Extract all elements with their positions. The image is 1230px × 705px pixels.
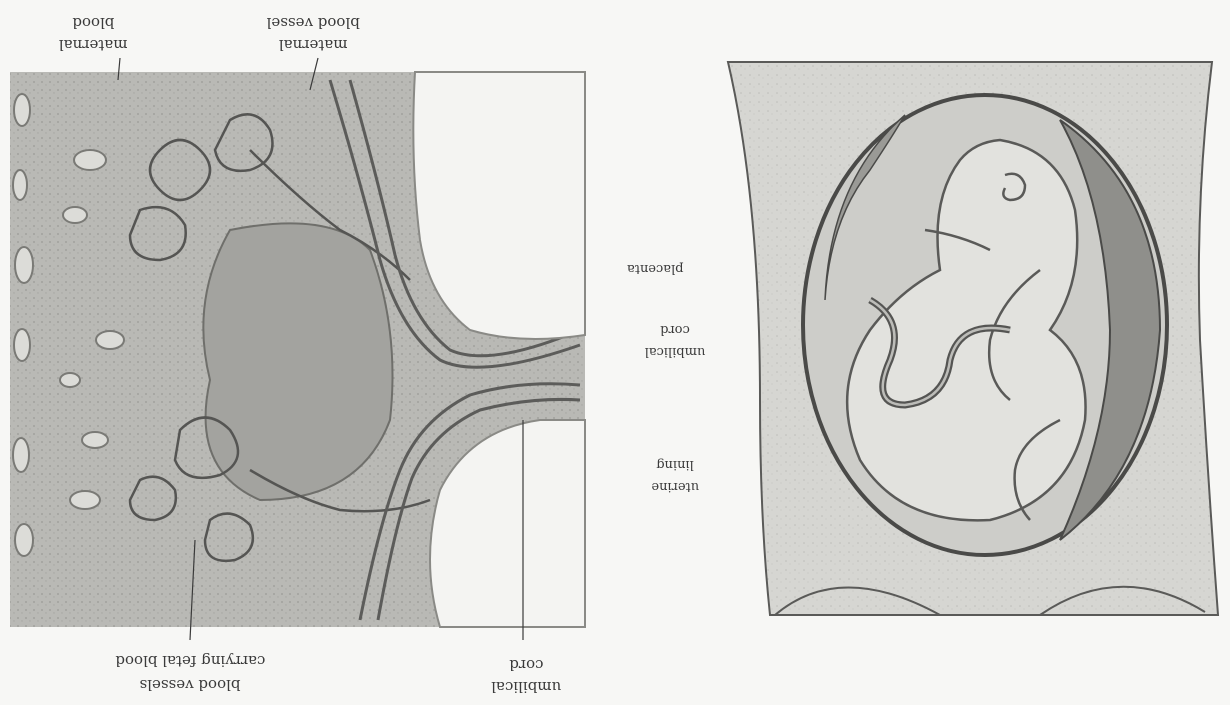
label-maternal-vessel-line1: maternal	[279, 36, 348, 54]
label-fetal-vessels-line1: blood vessels	[140, 676, 241, 694]
label-uterine-line2: lining	[656, 457, 694, 472]
chorionic-villi-region	[203, 223, 392, 500]
placenta-closeup-panel	[10, 58, 585, 640]
label-left-cord-line2: cord	[509, 656, 544, 674]
label-placenta: placenta	[627, 261, 684, 276]
label-right-cord-line2: cord	[660, 322, 690, 337]
label-maternal-blood-line1: maternal	[59, 36, 128, 54]
label-uterine-line1: uterine	[651, 479, 699, 494]
label-maternal-blood-line2: blood	[72, 14, 114, 32]
label-maternal-vessel-line2: blood vessel	[266, 14, 359, 32]
label-right-cord-line1: umbilical	[645, 344, 706, 359]
label-left-cord-line1: umbilical	[491, 678, 561, 696]
label-fetal-vessels-line2: carrying fetal blood	[115, 652, 265, 670]
fetus-in-uterus-panel	[728, 62, 1218, 615]
